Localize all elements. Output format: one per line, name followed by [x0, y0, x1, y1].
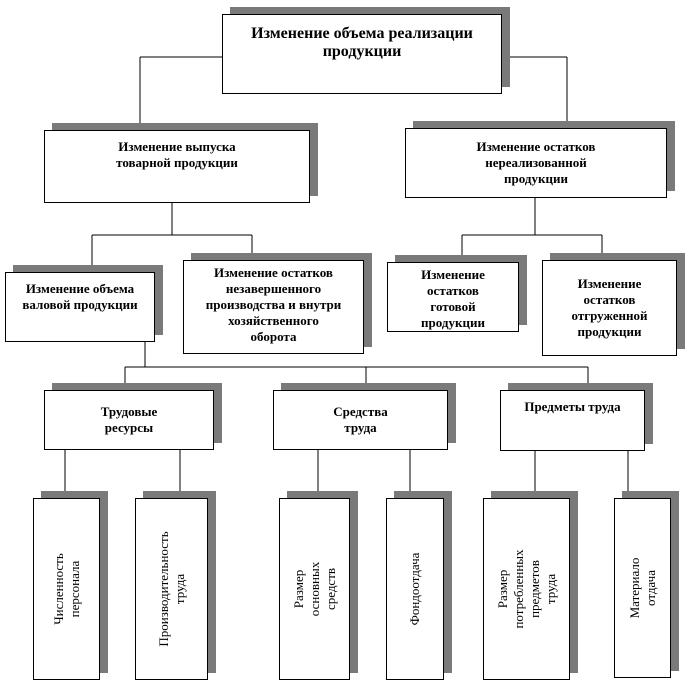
wip-change-box: Изменение остатков незавершенного произв… [183, 260, 364, 354]
productivity-box: Производительность труда [135, 498, 208, 680]
finished-goods-label: Изменение остатков готовой продукции [421, 267, 485, 330]
output-change-box: Изменение выпуска товарной продукции [44, 130, 310, 203]
materials-consumed-label: Размер потребленных предметов труда [494, 549, 558, 629]
labor-resources-label: Трудовые ресурсы [100, 404, 158, 435]
shipped-goods-box: Изменение остатков отгруженной продукции [542, 260, 677, 356]
gross-output-box: Изменение объема валовой продукции [5, 272, 155, 342]
means-of-labor-box: Средства труда [273, 390, 448, 450]
output-change-label: Изменение выпуска товарной продукции [116, 139, 238, 170]
capital-productivity-box: Фондоотдача [386, 498, 444, 680]
fixed-assets-box: Размер основных средств [279, 498, 350, 680]
means-of-labor-label: Средства труда [333, 404, 388, 435]
wip-change-label: Изменение остатков незавершенного произв… [205, 265, 342, 344]
stock-change-label: Изменение остатков нереализованной проду… [476, 139, 596, 186]
root-box: Изменение объема реализации продукции [222, 14, 502, 94]
headcount-box: Численность персонала [33, 498, 100, 680]
objects-of-labor-box: Предметы труда [500, 390, 645, 451]
material-return-label: Материало отдача [626, 557, 658, 619]
root-label: Изменение объема реализации продукции [251, 25, 473, 60]
stock-change-box: Изменение остатков нереализованной проду… [405, 128, 667, 198]
shipped-goods-label: Изменение остатков отгруженной продукции [571, 276, 648, 339]
objects-of-labor-label: Предметы труда [524, 399, 621, 414]
gross-output-label: Изменение объема валовой продукции [22, 281, 138, 312]
labor-resources-box: Трудовые ресурсы [44, 390, 214, 450]
productivity-label: Производительность труда [155, 531, 187, 647]
materials-consumed-box: Размер потребленных предметов труда [483, 498, 570, 680]
headcount-label: Численность персонала [50, 553, 82, 625]
finished-goods-box: Изменение остатков готовой продукции [387, 262, 519, 332]
material-return-box: Материало отдача [614, 498, 671, 678]
fixed-assets-label: Размер основных средств [290, 561, 338, 617]
capital-productivity-label: Фондоотдача [407, 552, 422, 626]
